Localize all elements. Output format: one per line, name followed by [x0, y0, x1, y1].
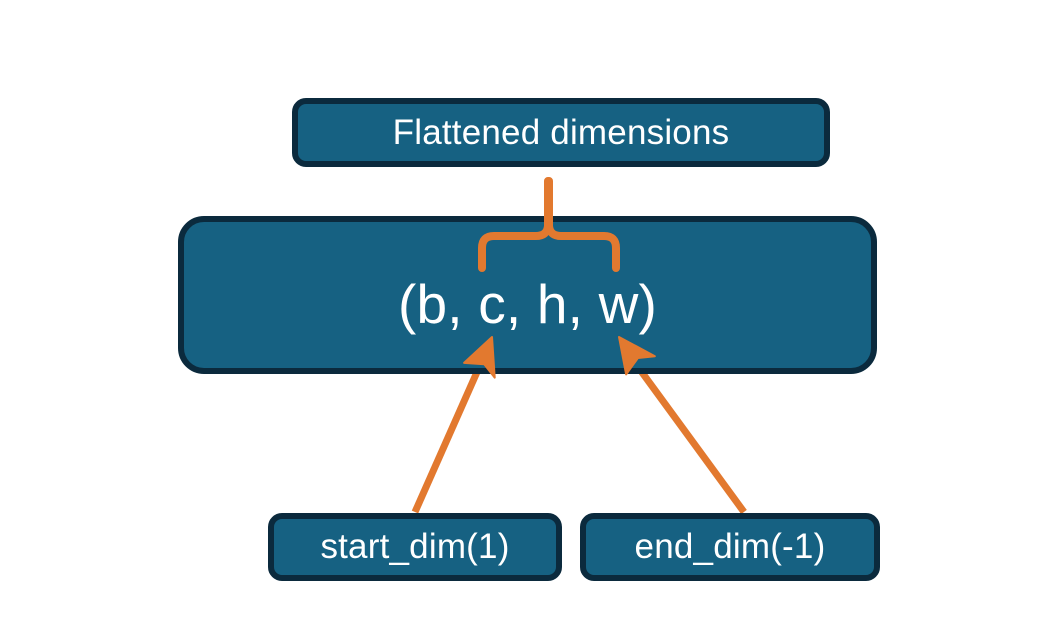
end-dim-node[interactable]: end_dim(-1) — [580, 513, 880, 581]
start-dim-node[interactable]: start_dim(1) — [268, 513, 562, 581]
flattened-dimensions-label: Flattened dimensions — [392, 112, 730, 152]
end-dim-label: end_dim(-1) — [634, 527, 826, 566]
tensor-shape-label: (b, c, h, w) — [397, 273, 658, 335]
tensor-shape-node[interactable]: (b, c, h, w) — [178, 216, 877, 374]
flattened-dimensions-node[interactable]: Flattened dimensions — [292, 98, 830, 167]
start-dim-label: start_dim(1) — [320, 527, 510, 566]
